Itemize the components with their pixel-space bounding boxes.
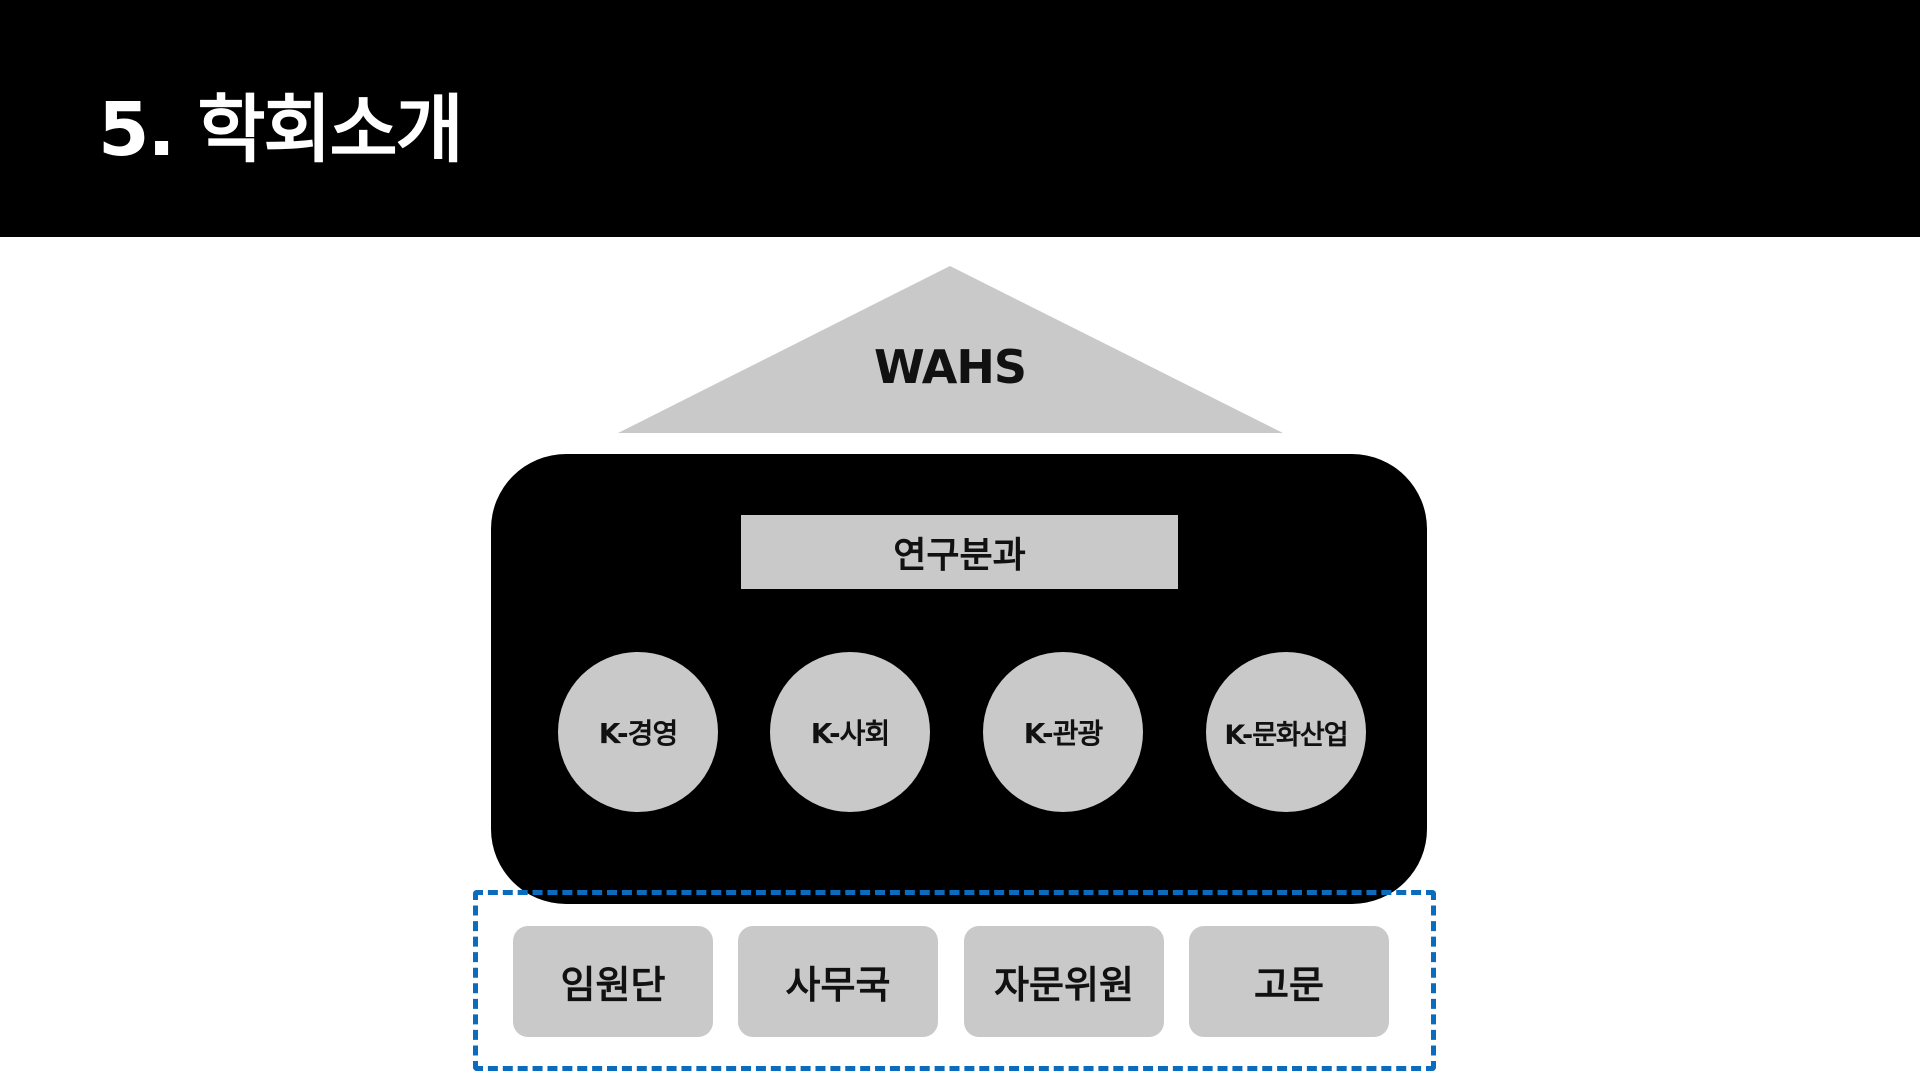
organization-dashed-box bbox=[473, 890, 1436, 1071]
unit-box: 임원단 bbox=[513, 926, 713, 1037]
section-label: 연구분과 bbox=[741, 515, 1178, 589]
page-title: 5. 학회소개 bbox=[98, 87, 464, 173]
division-circle: K-관광 bbox=[983, 652, 1143, 812]
header-bar: 5. 학회소개 bbox=[0, 0, 1920, 237]
division-circle: K-경영 bbox=[558, 652, 718, 812]
roof-shape bbox=[618, 266, 1283, 433]
unit-box: 고문 bbox=[1189, 926, 1389, 1037]
roof-label: WAHS bbox=[874, 340, 1027, 394]
division-circle: K-사회 bbox=[770, 652, 930, 812]
division-circle: K-문화산업 bbox=[1206, 652, 1366, 812]
unit-box: 사무국 bbox=[738, 926, 938, 1037]
unit-box: 자문위원 bbox=[964, 926, 1164, 1037]
